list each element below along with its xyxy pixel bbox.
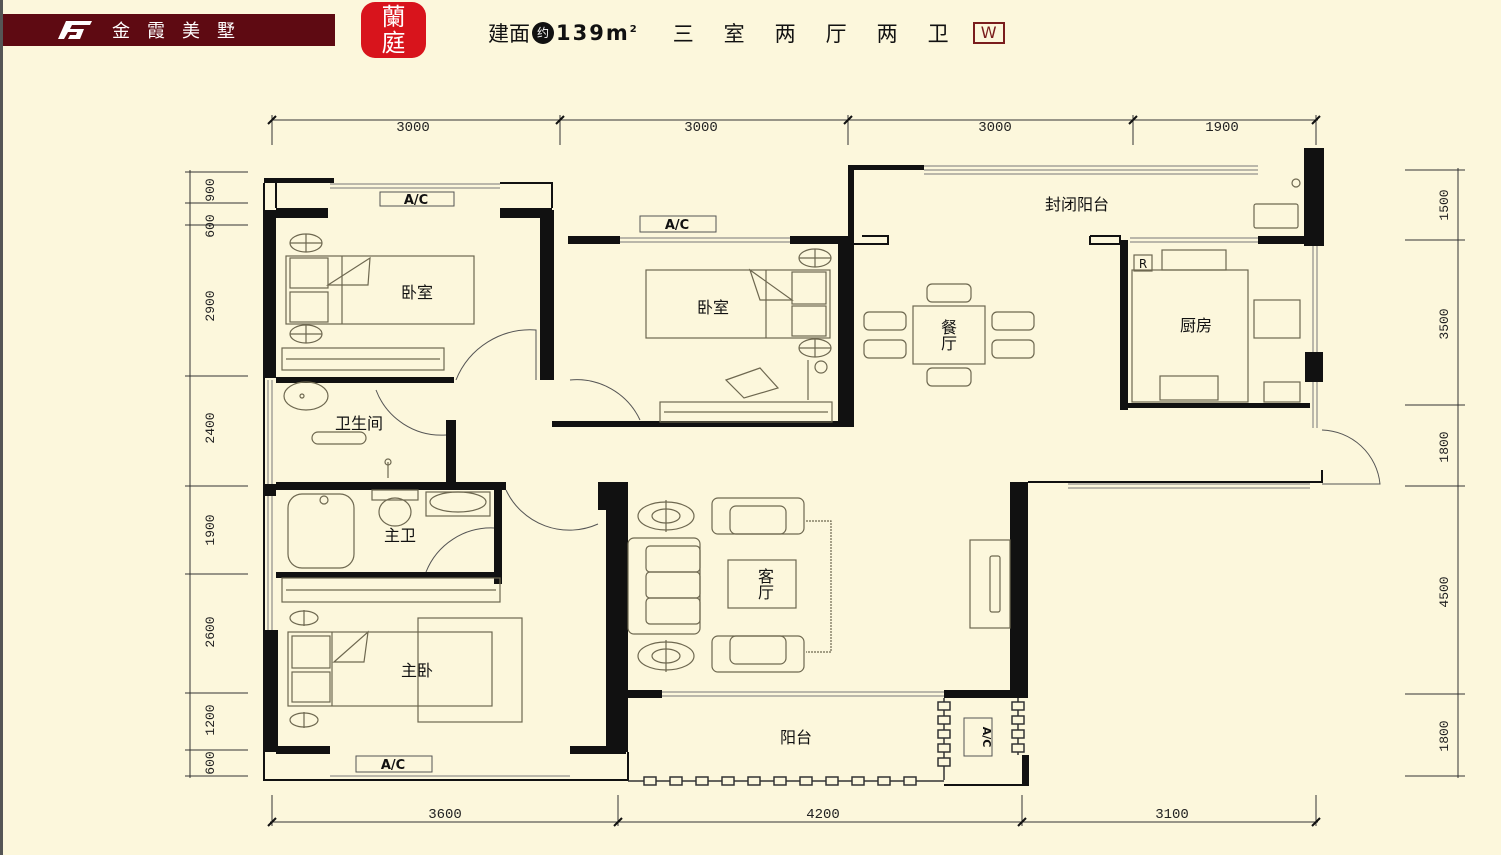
bed-bedroom1 (285, 255, 475, 325)
armchair-top (711, 497, 805, 535)
area-unit-sup: 2 (629, 24, 639, 35)
dim-left-8: 600 (203, 751, 218, 774)
ac-label-bedroom1: A/C (404, 193, 428, 208)
ac-label-bedroom2: A/C (665, 218, 689, 233)
wardrobe-bedroom2 (659, 401, 833, 423)
dimension-ticks (267, 115, 1321, 827)
dim-right-1: 1500 (1437, 189, 1452, 220)
room-label-living-2: 厅 (758, 583, 774, 602)
dim-right-3: 1800 (1437, 431, 1452, 462)
room-label-master-bath: 主卫 (384, 526, 416, 545)
dim-top-1: 3000 (396, 120, 430, 136)
room-label-closed-balcony: 封闭阳台 (1045, 195, 1109, 214)
room-label-dining-2: 厅 (941, 334, 957, 353)
room-label-balcony: 阳台 (780, 728, 812, 747)
brand-bar: 金霞美墅 (3, 14, 335, 46)
room-label-master-bedroom: 主卧 (401, 661, 433, 680)
fridge-mark: R (1139, 257, 1147, 271)
room-label-bedroom-1: 卧室 (401, 283, 433, 302)
dim-left-6: 2600 (203, 616, 218, 647)
dim-right-2: 3500 (1437, 308, 1452, 339)
seal-text-bottom: 庭 (381, 29, 406, 57)
bed-bedroom2 (645, 269, 831, 339)
bed-master (287, 631, 493, 707)
tv-cabinet (969, 539, 1011, 629)
unit-type-tag: W (972, 22, 1005, 44)
dimension-lines (185, 115, 1465, 826)
room-label-dining-1: 餐 (941, 318, 957, 337)
ac-label-balcony: A/C (980, 727, 993, 748)
balcony-railing (628, 698, 1025, 786)
area-value: 139m2 (556, 21, 639, 45)
dim-left-5: 1900 (203, 514, 218, 545)
dim-left-7: 1200 (203, 704, 218, 735)
dim-bottom-1: 3600 (428, 807, 462, 823)
wardrobe-master (281, 577, 501, 603)
armchair-bottom (711, 635, 805, 673)
coffee-table (727, 559, 797, 609)
seal-text-top: 蘭 (381, 3, 406, 31)
ac-label-master: A/C (381, 758, 405, 773)
bathtub (287, 493, 355, 569)
layout-summary: 三室两厅两卫 (672, 22, 979, 46)
dim-top-2: 3000 (684, 120, 718, 136)
lanting-seal: 蘭 庭 (361, 2, 426, 58)
dim-top-3: 3000 (978, 120, 1012, 136)
area-prefix: 建面 (488, 22, 530, 46)
dim-top-4: 1900 (1205, 120, 1239, 136)
unit-headline: 建面 约 139m2 三室两厅两卫 W (488, 18, 1005, 48)
brand-logo-icon (58, 20, 94, 40)
room-label-bathroom: 卫生间 (335, 414, 383, 433)
room-label-bedroom-2: 卧室 (697, 298, 729, 317)
door-swings (375, 329, 1381, 573)
furniture (281, 178, 1301, 728)
dim-bottom-2: 4200 (806, 807, 840, 823)
room-label-kitchen: 厨房 (1180, 316, 1212, 335)
ac-units (355, 191, 993, 773)
dim-right-5: 1800 (1437, 720, 1452, 751)
area-number: 139m (556, 21, 630, 45)
dim-left-1: 900 (203, 178, 218, 201)
brand-name: 金霞美墅 (112, 21, 252, 42)
room-label-living-1: 客 (758, 567, 774, 586)
dim-left-3: 2900 (203, 290, 218, 321)
tv-icon (989, 555, 1001, 613)
stove (1253, 299, 1301, 339)
walls (264, 148, 1324, 785)
dim-right-4: 4500 (1437, 576, 1452, 607)
left-edge-border (0, 0, 3, 855)
approx-badge: 约 (532, 22, 554, 44)
dining-table (912, 305, 986, 365)
dim-bottom-3: 3100 (1155, 807, 1189, 823)
wall-outlines (263, 182, 1323, 786)
wardrobe-bedroom1 (281, 347, 445, 371)
dim-left-4: 2400 (203, 412, 218, 443)
windows (267, 165, 1318, 777)
sofa-3seat (627, 537, 701, 635)
dim-left-2: 600 (203, 214, 218, 237)
